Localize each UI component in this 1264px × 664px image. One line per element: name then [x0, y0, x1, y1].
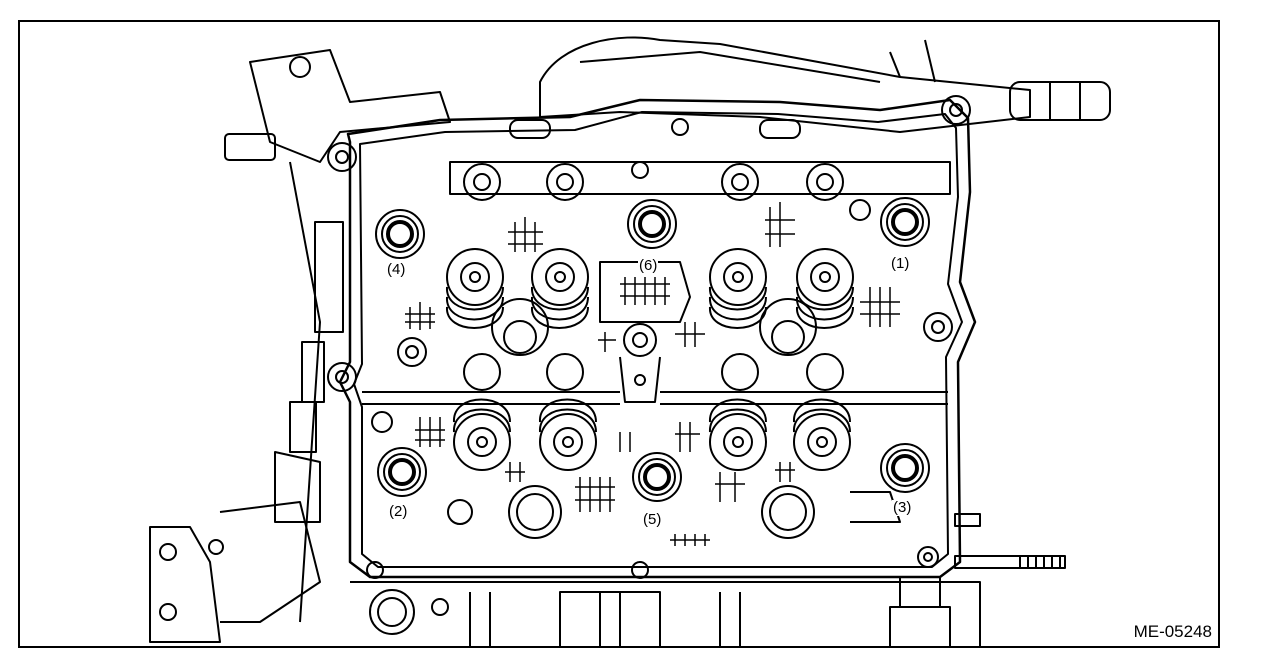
bolt-5	[632, 452, 682, 502]
bolt-label-2: (2)	[388, 503, 409, 520]
figure-id: ME-05248	[1133, 622, 1212, 641]
upper-valve-springs	[445, 248, 854, 356]
bolt-3	[880, 443, 930, 493]
illustration-frame: (4) (6) (1) (2) (5) (3) ME-05248	[18, 20, 1220, 648]
bolt-1	[880, 197, 930, 247]
left-housing	[149, 49, 451, 643]
lower-valve-springs	[447, 398, 901, 539]
upper-cam-journals	[449, 118, 951, 201]
head-bolts	[375, 197, 930, 502]
bolt-label-4: (4)	[386, 261, 407, 278]
bolt-label-1: (1)	[890, 255, 911, 272]
cast-texture-marks	[405, 202, 900, 546]
bolt-label-5: (5)	[642, 511, 663, 528]
cylinder-head-drawing	[149, 36, 1111, 648]
center-boss	[397, 199, 871, 403]
bolt-4	[375, 209, 425, 259]
bolt-label-3: (3)	[892, 499, 913, 516]
bolt-label-6: (6)	[638, 257, 659, 274]
bolt-6	[627, 199, 677, 249]
cylinder-head-outline	[327, 95, 977, 579]
upper-pipe-assembly	[539, 36, 1111, 133]
bolt-2	[377, 447, 427, 497]
right-studs	[889, 513, 1066, 648]
lower-structure	[350, 581, 981, 648]
